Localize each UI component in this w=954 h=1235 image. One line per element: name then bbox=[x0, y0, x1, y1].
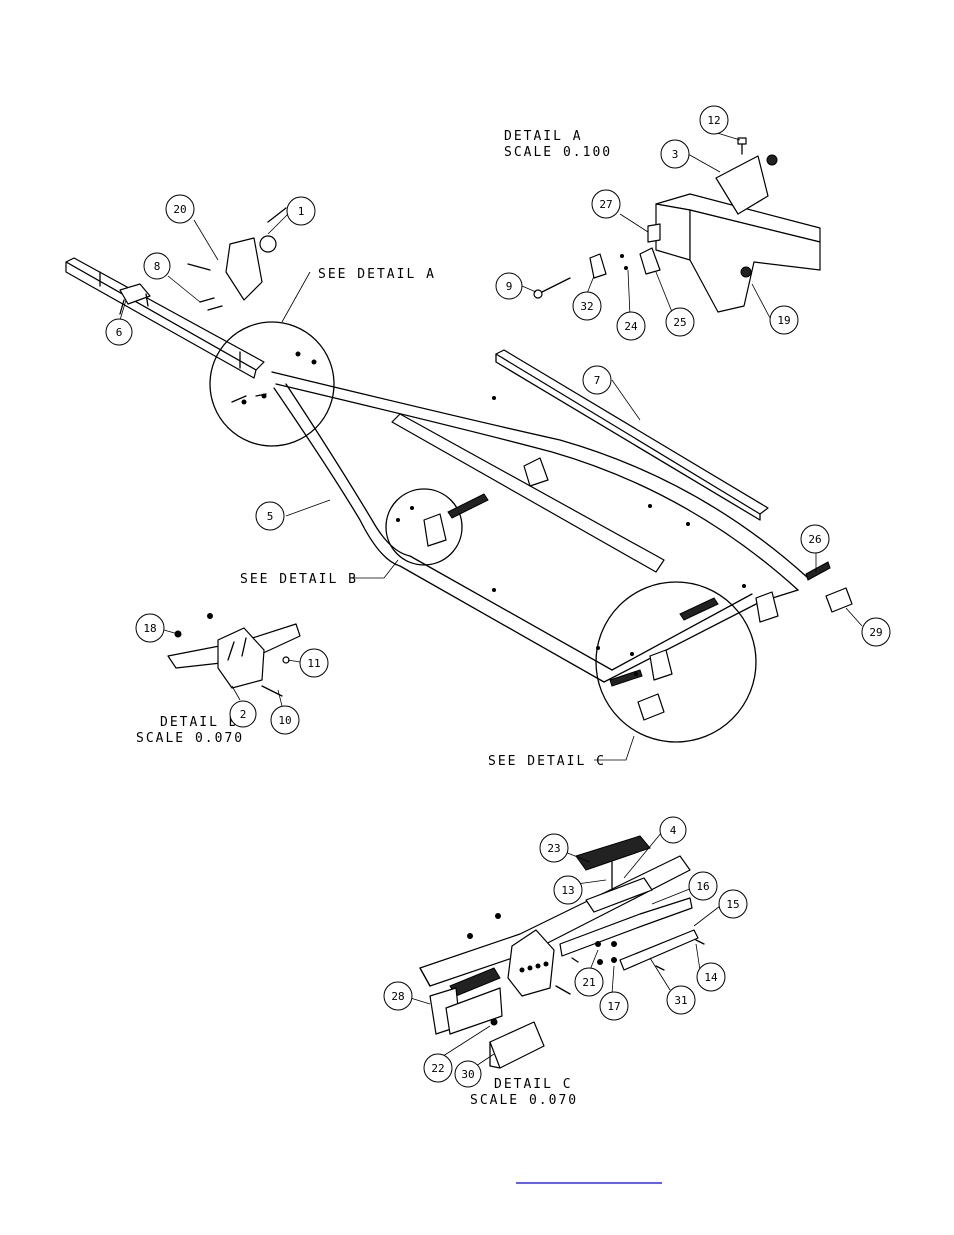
svg-text:28: 28 bbox=[391, 990, 404, 1003]
svg-text:16: 16 bbox=[696, 880, 709, 893]
balloon-11: 11 bbox=[299, 648, 329, 678]
balloon-23: 23 bbox=[539, 833, 569, 863]
balloon-16: 16 bbox=[688, 871, 718, 901]
balloon-3: 3 bbox=[660, 139, 690, 169]
svg-text:32: 32 bbox=[580, 300, 593, 313]
balloon-18: 18 bbox=[135, 613, 165, 643]
svg-text:21: 21 bbox=[582, 976, 595, 989]
balloon-22: 22 bbox=[423, 1053, 453, 1083]
svg-text:2: 2 bbox=[240, 708, 247, 721]
svg-text:12: 12 bbox=[707, 114, 720, 127]
svg-text:9: 9 bbox=[506, 280, 513, 293]
balloon-30: 30 bbox=[454, 1060, 482, 1088]
balloon-24: 24 bbox=[616, 311, 646, 341]
balloon-15: 15 bbox=[718, 889, 748, 919]
balloon-32: 32 bbox=[572, 291, 602, 321]
balloon-13: 13 bbox=[553, 875, 583, 905]
svg-text:23: 23 bbox=[547, 842, 560, 855]
svg-text:8: 8 bbox=[154, 260, 161, 273]
balloon-8: 8 bbox=[143, 252, 171, 280]
balloon-27: 27 bbox=[591, 189, 621, 219]
balloon-10: 10 bbox=[270, 705, 300, 735]
balloon-21: 21 bbox=[574, 967, 604, 997]
svg-text:19: 19 bbox=[777, 314, 790, 327]
balloon-26: 26 bbox=[800, 524, 830, 554]
svg-text:18: 18 bbox=[143, 622, 156, 635]
balloon-6: 6 bbox=[105, 318, 133, 346]
detail-c-scale: SCALE 0.070 bbox=[470, 1093, 578, 1108]
leader-lines bbox=[119, 131, 863, 1067]
detail-a-assembly bbox=[533, 137, 821, 313]
detail-c-assembly bbox=[419, 835, 705, 1069]
detail-c-title: DETAIL C bbox=[494, 1077, 573, 1092]
balloon-7: 7 bbox=[582, 365, 612, 395]
balloon-1: 1 bbox=[286, 196, 316, 226]
balloon-20: 20 bbox=[165, 194, 195, 224]
balloon-28: 28 bbox=[383, 981, 413, 1011]
main-frame bbox=[65, 207, 853, 743]
balloon-4: 4 bbox=[659, 816, 687, 844]
balloon-19: 19 bbox=[769, 305, 799, 335]
svg-text:20: 20 bbox=[173, 203, 186, 216]
svg-text:15: 15 bbox=[726, 898, 739, 911]
svg-text:27: 27 bbox=[599, 198, 612, 211]
see-detail-a-label: SEE DETAIL A bbox=[318, 267, 436, 282]
svg-text:4: 4 bbox=[670, 824, 677, 837]
svg-text:25: 25 bbox=[673, 316, 686, 329]
see-detail-b-label: SEE DETAIL B bbox=[240, 572, 358, 587]
svg-text:10: 10 bbox=[278, 714, 291, 727]
detail-a-title: DETAIL A bbox=[504, 129, 583, 144]
svg-text:7: 7 bbox=[594, 374, 601, 387]
svg-text:22: 22 bbox=[431, 1062, 444, 1075]
balloon-17: 17 bbox=[599, 991, 629, 1021]
svg-text:17: 17 bbox=[607, 1000, 620, 1013]
svg-text:6: 6 bbox=[116, 326, 123, 339]
svg-text:13: 13 bbox=[561, 884, 574, 897]
balloon-9: 9 bbox=[495, 272, 523, 300]
balloon-5: 5 bbox=[255, 501, 285, 531]
svg-text:26: 26 bbox=[808, 533, 821, 546]
balloon-29: 29 bbox=[861, 617, 891, 647]
balloon-12: 12 bbox=[699, 105, 729, 135]
part-balloons: 1 2 3 4 5 6 7 8 9 10 11 12 13 14 15 16 1… bbox=[105, 105, 891, 1088]
svg-text:11: 11 bbox=[307, 657, 320, 670]
svg-text:30: 30 bbox=[461, 1068, 474, 1081]
see-detail-c-label: SEE DETAIL C bbox=[488, 754, 606, 769]
balloon-14: 14 bbox=[696, 962, 726, 992]
detail-b-scale: SCALE 0.070 bbox=[136, 731, 244, 746]
svg-text:5: 5 bbox=[267, 510, 274, 523]
balloon-31: 31 bbox=[666, 985, 696, 1015]
detail-a-scale: SCALE 0.100 bbox=[504, 145, 612, 160]
svg-text:31: 31 bbox=[674, 994, 687, 1007]
balloon-2: 2 bbox=[229, 700, 257, 728]
svg-text:24: 24 bbox=[624, 320, 638, 333]
svg-text:3: 3 bbox=[672, 148, 679, 161]
detail-b-assembly bbox=[167, 613, 301, 697]
detail-labels: DETAIL A SCALE 0.100 SEE DETAIL A SEE DE… bbox=[136, 129, 612, 1108]
svg-text:1: 1 bbox=[298, 205, 305, 218]
detail-b-title: DETAIL B bbox=[160, 715, 239, 730]
svg-text:14: 14 bbox=[704, 971, 718, 984]
svg-text:29: 29 bbox=[869, 626, 882, 639]
balloon-25: 25 bbox=[665, 307, 695, 337]
